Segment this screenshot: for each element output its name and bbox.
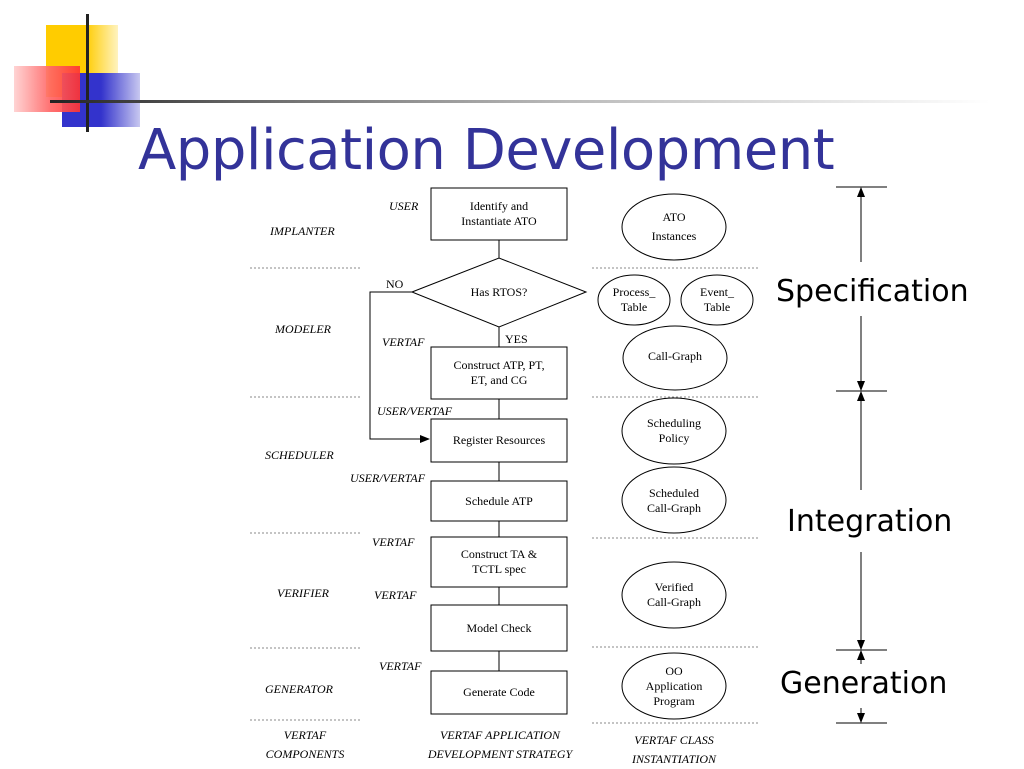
no-branch-line xyxy=(369,291,430,443)
artifact-separators xyxy=(592,267,760,724)
role-implanter: IMPLANTER xyxy=(270,224,335,238)
text-oo-app-program: OO Application Program xyxy=(645,663,703,708)
deco-horizontal-line xyxy=(50,100,990,103)
text-register: Register Resources xyxy=(452,433,546,447)
label-vertaf-1: VERTAF xyxy=(382,335,425,349)
label-no: NO xyxy=(386,277,404,291)
ellipse-ato-instances xyxy=(621,193,727,261)
ellipse-scheduling-policy xyxy=(621,397,727,465)
text-construct-ta: Construct TA & TCTL spec xyxy=(460,547,538,576)
label-user-vertaf-1: USER/VERTAF xyxy=(377,404,453,418)
text-construct-atp: Construct ATP, PT, ET, and CG xyxy=(453,358,545,387)
ellipse-process-table xyxy=(597,274,671,326)
label-vertaf-2: VERTAF xyxy=(372,535,415,549)
text-scheduled-call-graph: Scheduled Call-Graph xyxy=(647,486,701,515)
footer-instantiation: VERTAF CLASS INSTANTIATION xyxy=(631,733,716,767)
text-call-graph: Call-Graph xyxy=(648,348,702,363)
deco-red-square xyxy=(14,66,80,112)
box-model-check xyxy=(430,604,568,652)
label-user: USER xyxy=(389,199,419,213)
ellipse-event-table xyxy=(680,274,754,326)
footer-strategy: VERTAF APPLICATION DEVELOPMENT STRATEGY xyxy=(427,728,573,762)
ellipse-call-graph xyxy=(622,325,728,391)
phase-integration: Integration xyxy=(787,504,953,539)
role-verifier: VERIFIER xyxy=(277,586,329,600)
box-register xyxy=(430,418,568,463)
slide-title: Application Development xyxy=(138,118,835,183)
text-generate: Generate Code xyxy=(463,685,535,699)
ellipse-scheduled-call-graph xyxy=(621,466,727,534)
text-model-check: Model Check xyxy=(466,620,532,635)
ellipse-oo-app-program xyxy=(621,652,727,720)
text-event-table: Event_ Table xyxy=(700,285,734,314)
text-verified-call-graph: Verified Call-Graph xyxy=(647,580,701,609)
phase-specification: Specification xyxy=(776,274,969,309)
box-generate xyxy=(430,670,568,715)
text-ato-instances: ATO Instances xyxy=(651,209,697,243)
label-vertaf-4: VERTAF xyxy=(379,659,422,673)
role-modeler: MODELER xyxy=(275,322,331,336)
deco-vertical-line xyxy=(86,14,89,132)
box-construct-atp xyxy=(430,346,568,400)
text-identify: Identify and Instantiate ATO xyxy=(461,199,537,228)
text-has-rtos: Has RTOS? xyxy=(470,284,528,299)
label-vertaf-3: VERTAF xyxy=(374,588,417,602)
footer-components: VERTAF COMPONENTS xyxy=(265,728,345,762)
text-scheduling-policy: Scheduling Policy xyxy=(647,416,701,445)
ellipse-verified-call-graph xyxy=(621,561,727,629)
text-schedule: Schedule ATP xyxy=(465,493,533,508)
label-yes: YES xyxy=(505,332,528,346)
phase-generation: Generation xyxy=(780,666,948,701)
label-user-vertaf-2: USER/VERTAF xyxy=(350,471,426,485)
role-generator: GENERATOR xyxy=(265,682,333,696)
text-process-table: Process_ Table xyxy=(612,285,656,314)
decision-has-rtos xyxy=(410,257,588,328)
role-scheduler: SCHEDULER xyxy=(265,448,334,462)
